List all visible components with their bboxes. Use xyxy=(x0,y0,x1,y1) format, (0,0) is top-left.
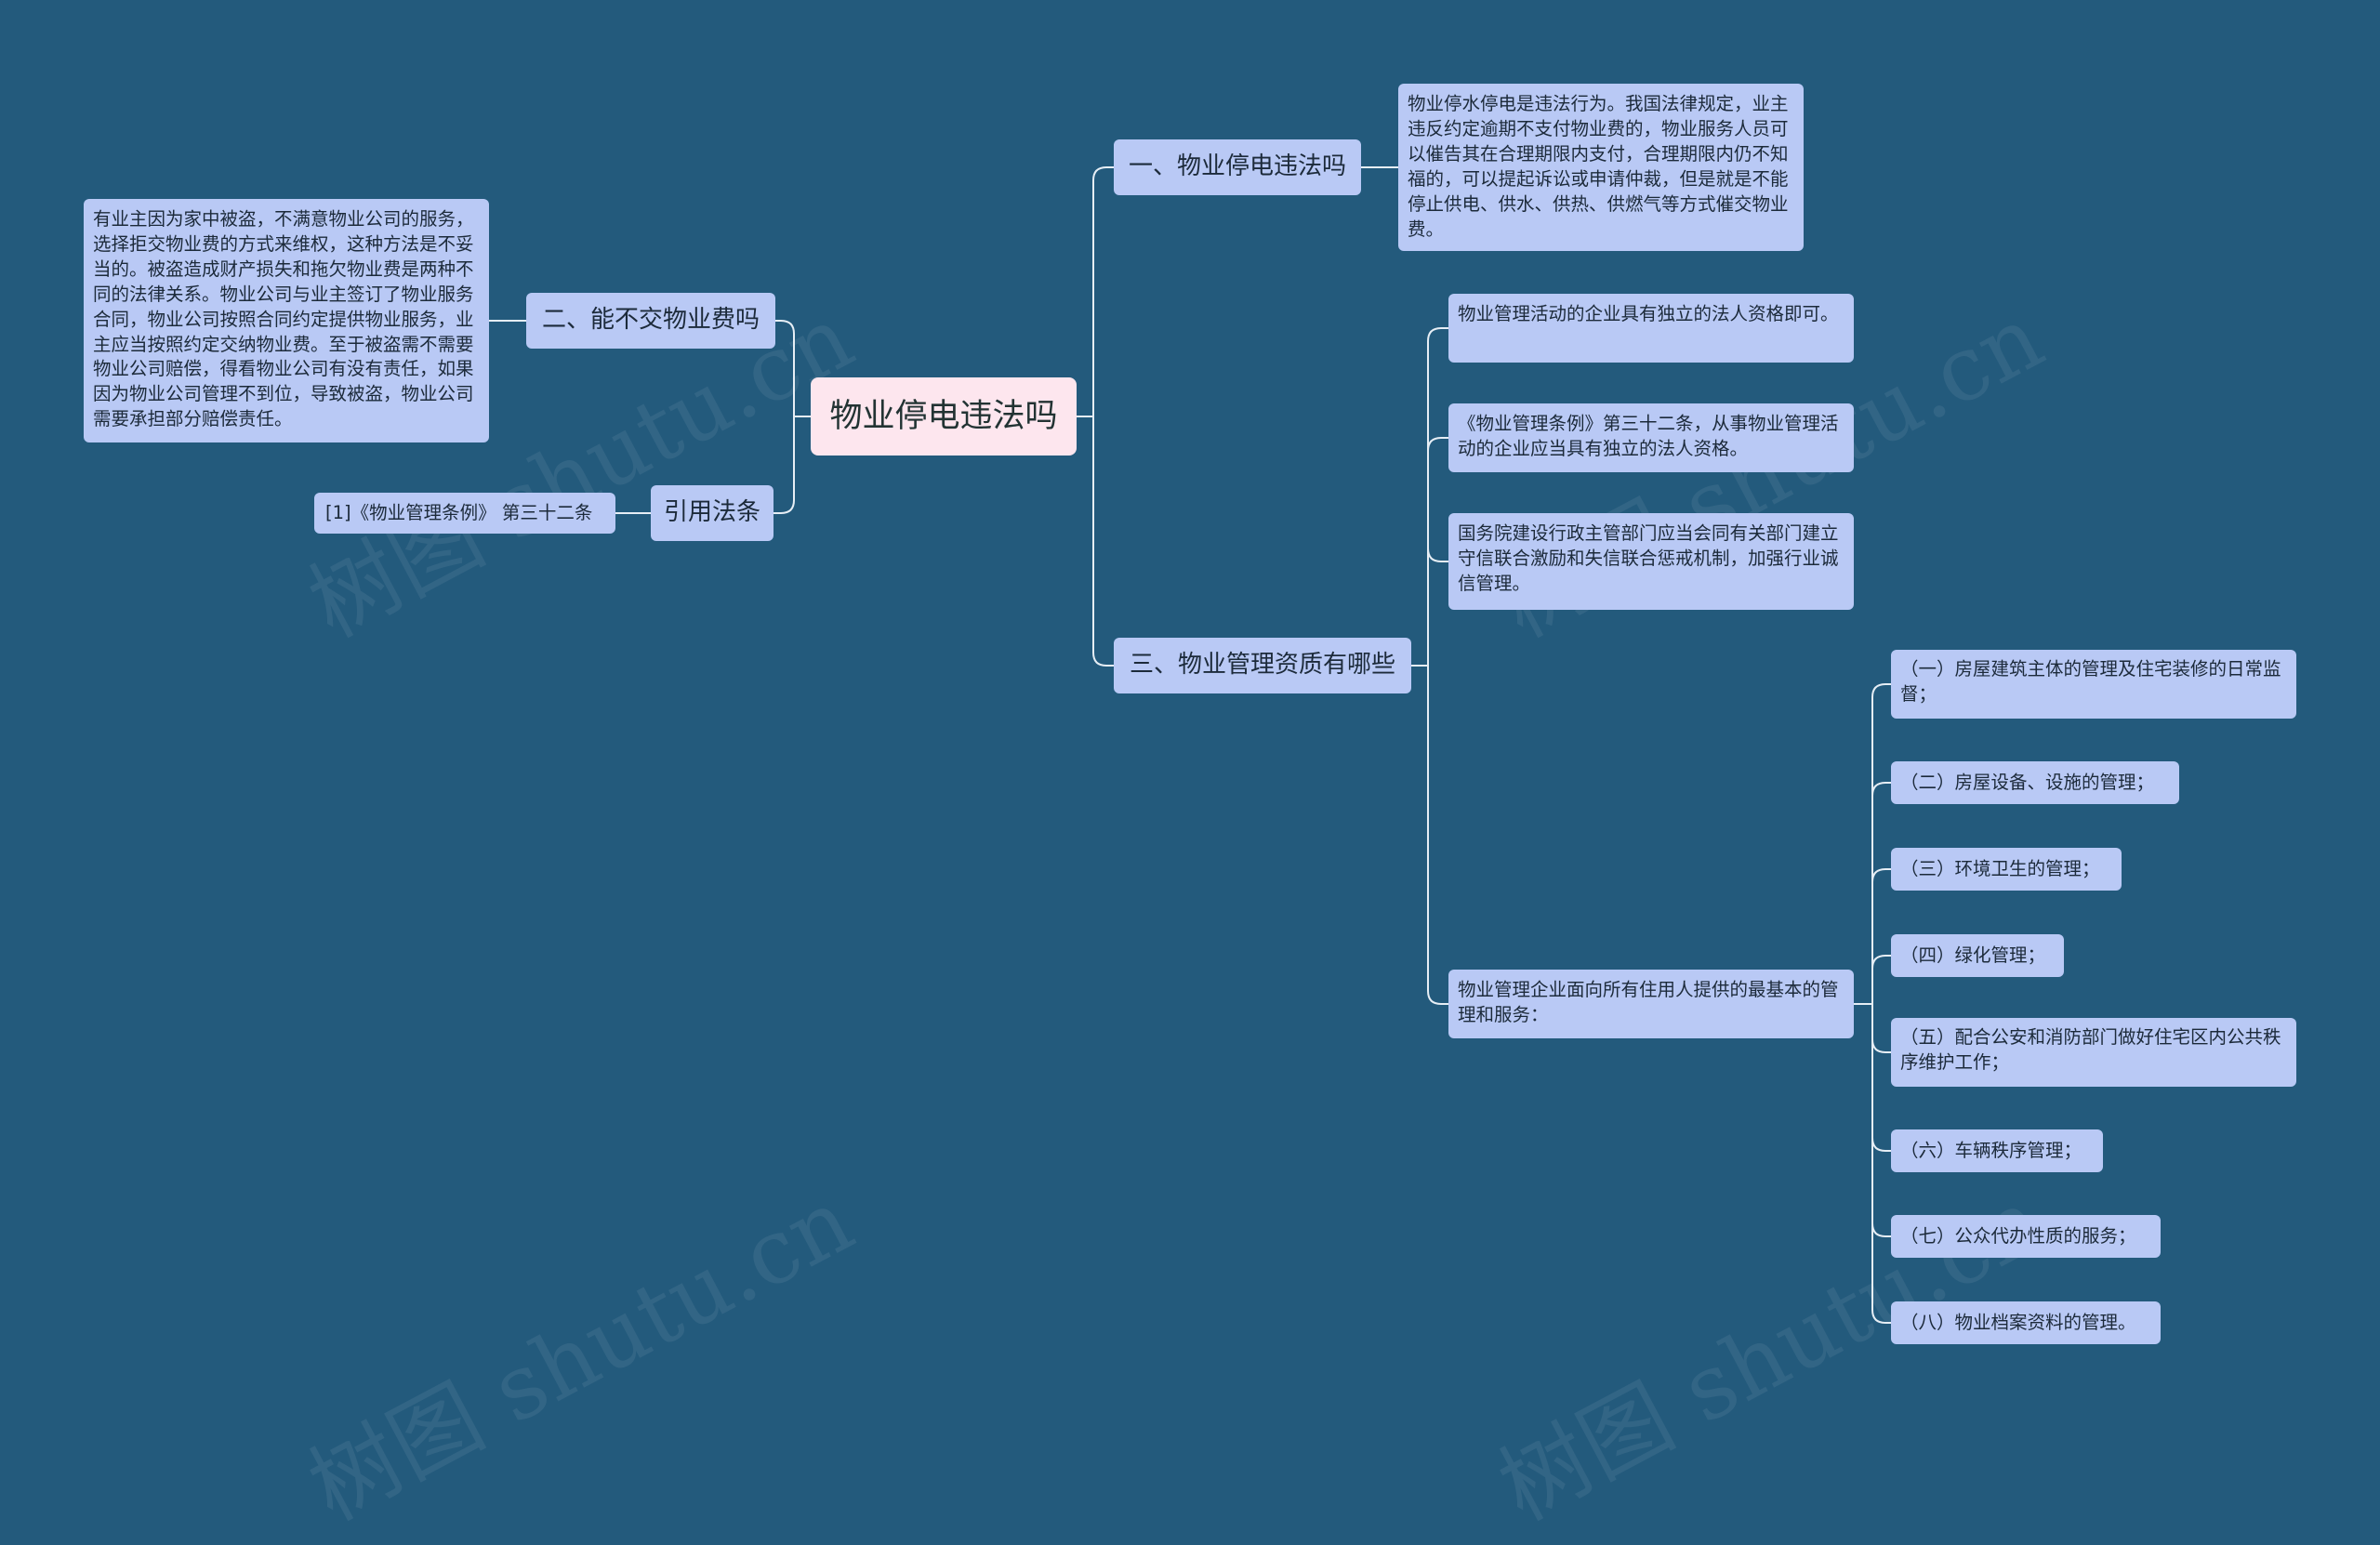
branch-cited-law[interactable]: 引用法条 xyxy=(651,485,774,541)
service-item: （四）绿化管理； xyxy=(1891,934,2064,977)
qualification-item: 物业管理活动的企业具有独立的法人资格即可。 xyxy=(1448,294,1854,363)
branch-illegal-outage[interactable]: 一、物业停电违法吗 xyxy=(1114,139,1361,195)
cited-law-item: [1]《物业管理条例》 第三十二条 xyxy=(314,493,615,534)
service-item: （三）环境卫生的管理； xyxy=(1891,848,2122,891)
branch-qualifications[interactable]: 三、物业管理资质有哪些 xyxy=(1114,638,1411,693)
root-topic[interactable]: 物业停电违法吗 xyxy=(811,377,1077,456)
service-item: （一）房屋建筑主体的管理及住宅装修的日常监督； xyxy=(1891,650,2296,719)
service-item: （七）公众代办性质的服务； xyxy=(1891,1215,2161,1258)
branch-fee-refusal[interactable]: 二、能不交物业费吗 xyxy=(526,293,775,349)
qualification-item: 国务院建设行政主管部门应当会同有关部门建立守信联合激励和失信联合惩戒机制，加强行… xyxy=(1448,513,1854,610)
service-item: （二）房屋设备、设施的管理； xyxy=(1891,761,2179,804)
service-item: （八）物业档案资料的管理。 xyxy=(1891,1301,2161,1344)
branch-fee-refusal-content: 有业主因为家中被盗，不满意物业公司的服务，选择拒交物业费的方式来维权，这种方法是… xyxy=(84,199,489,442)
basic-services-item: 物业管理企业面向所有住用人提供的最基本的管理和服务： xyxy=(1448,970,1854,1038)
qualification-item: 《物业管理条例》第三十二条，从事物业管理活动的企业应当具有独立的法人资格。 xyxy=(1448,403,1854,472)
branch-illegal-outage-content: 物业停水停电是违法行为。我国法律规定，业主违反约定逾期不支付物业费的，物业服务人… xyxy=(1398,84,1804,251)
service-item: （六）车辆秩序管理； xyxy=(1891,1129,2103,1172)
service-item: （五）配合公安和消防部门做好住宅区内公共秩序维护工作； xyxy=(1891,1018,2296,1087)
connector-lines xyxy=(489,166,1891,1324)
